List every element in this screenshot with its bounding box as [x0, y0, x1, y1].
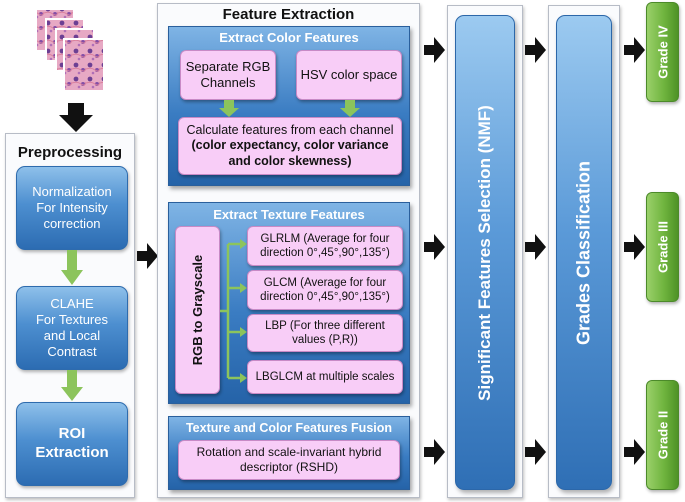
green-arrow-down-icon	[61, 370, 83, 401]
texture-line: GLRLM (Average for four	[260, 232, 390, 245]
green-arrow-down-icon	[61, 250, 83, 285]
grade-iv-box: Grade IV	[646, 2, 679, 102]
histology-image-stack	[30, 5, 110, 105]
step-line: ROI	[58, 425, 86, 443]
texture-features-title: Extract Texture Features	[213, 207, 365, 222]
rshd-line: descriptor (RSHD)	[239, 460, 338, 474]
selection-label: Significant Features Selection (NMF)	[475, 104, 494, 401]
texture-line: LBGLCM at multiple scales	[255, 370, 395, 383]
grade-ii-box: Grade II	[646, 380, 679, 490]
step-line: Extraction	[35, 444, 109, 461]
lbglcm-box: LBGLCM at multiple scales	[247, 360, 403, 394]
feature-extraction-title: Feature Extraction	[222, 6, 355, 23]
grayscale-box: RGB to Grayscale	[175, 226, 220, 394]
calc-bold-line: and color skewness)	[228, 153, 352, 168]
roi-step: ROI Extraction	[16, 402, 128, 486]
arrow-right-icon	[525, 234, 546, 260]
rshd-line: Rotation and scale-invariant hybrid	[196, 445, 382, 459]
glcm-box: GLCM (Average for four direction 0°,45°,…	[247, 270, 403, 310]
lbp-box: LBP (For three different values (P,R))	[247, 314, 403, 352]
step-line: Contrast	[47, 344, 97, 360]
histology-slide-4	[63, 38, 105, 92]
texture-line: GLCM (Average for four	[263, 276, 387, 289]
grade-iii-box: Grade III	[646, 192, 679, 302]
arrow-right-icon	[525, 37, 546, 63]
rgb-line: Channels	[200, 75, 256, 90]
arrow-right-icon	[137, 243, 158, 269]
preprocessing-title: Preprocessing	[17, 144, 123, 161]
normalization-step: Normalization For Intensity correction	[16, 166, 128, 250]
grade-label: Grade II	[655, 410, 670, 460]
fusion-title: Texture and Color Features Fusion	[185, 421, 393, 435]
grade-label: Grade IV	[655, 25, 670, 79]
texture-line: LBP (For three different	[265, 319, 385, 332]
arrow-right-icon	[424, 439, 445, 465]
hsv-box: HSV color space	[296, 50, 402, 100]
selection-box: Significant Features Selection (NMF)	[455, 15, 515, 490]
calc-bold-line: (color expectancy, color variance	[191, 138, 389, 153]
calc-line: Calculate features from each channel	[186, 122, 394, 137]
step-line: Normalization	[32, 183, 112, 199]
rshd-box: Rotation and scale-invariant hybrid desc…	[178, 440, 400, 480]
grayscale-label: RGB to Grayscale	[189, 254, 205, 366]
step-line: For Intensity	[36, 199, 108, 215]
hsv-label: HSV color space	[300, 66, 398, 82]
arrow-right-icon	[525, 439, 546, 465]
texture-line: values (P,R))	[292, 334, 358, 346]
step-line: For Textures	[35, 311, 108, 327]
arrow-right-icon	[424, 234, 445, 260]
color-features-title: Extract Color Features	[219, 30, 359, 45]
calculate-features-box: Calculate features from each channel (co…	[178, 117, 402, 175]
classification-box: Grades Classification	[556, 15, 612, 490]
step-line: and Local	[43, 328, 101, 343]
glrlm-box: GLRLM (Average for four direction 0°,45°…	[247, 226, 403, 266]
grade-label: Grade III	[655, 220, 670, 274]
connector-bracket	[220, 239, 247, 383]
green-arrow-down-icon	[219, 100, 239, 117]
separate-rgb-box: Separate RGB Channels	[180, 50, 276, 100]
arrow-right-icon	[624, 439, 645, 465]
step-line: correction	[43, 216, 101, 232]
arrow-right-icon	[424, 37, 445, 63]
step-line: CLAHE	[50, 295, 94, 311]
texture-line: direction 0°,45°,90°,135°)	[260, 291, 390, 303]
rgb-line: Separate RGB	[185, 58, 271, 74]
arrow-right-icon	[624, 234, 645, 260]
green-arrow-down-icon	[340, 100, 360, 117]
arrow-right-icon	[624, 37, 645, 63]
texture-line: direction 0°,45°,90°,135°)	[260, 247, 390, 259]
classification-label: Grades Classification	[573, 160, 594, 345]
clahe-step: CLAHE For Textures and Local Contrast	[16, 286, 128, 370]
arrow-down-icon	[59, 103, 93, 132]
